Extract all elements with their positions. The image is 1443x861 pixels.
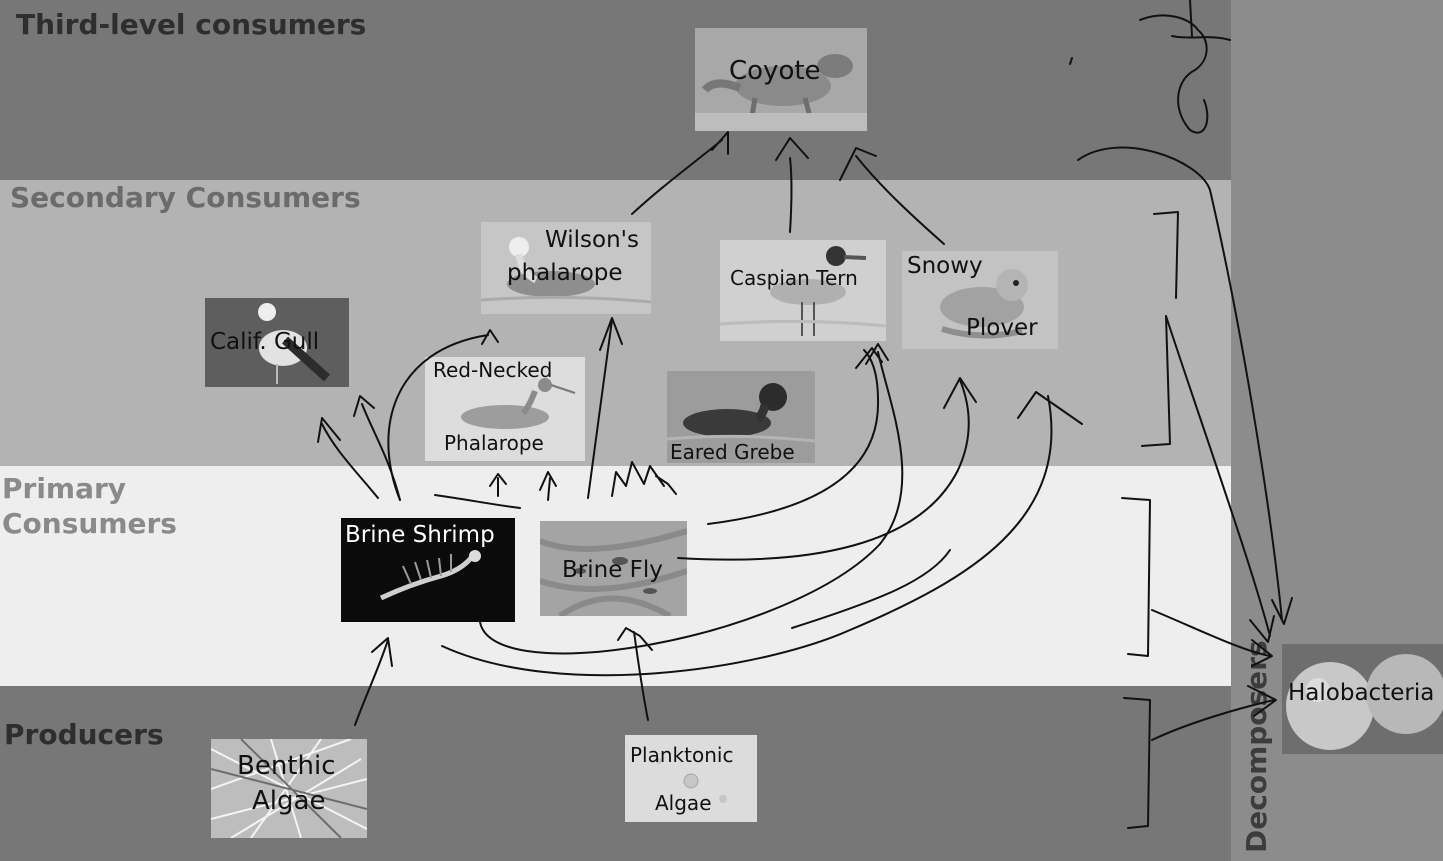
coyote-label: Coyote bbox=[729, 56, 821, 86]
halobacteria-picture bbox=[1282, 644, 1443, 754]
producers-band bbox=[0, 686, 1231, 861]
snowy-plover-image: Snowy Plover bbox=[902, 251, 1058, 349]
calif-gull-image: Calif. Gull bbox=[205, 298, 349, 387]
red-necked-phalarope-image: Red-Necked Phalarope bbox=[425, 357, 585, 461]
wilsons-phalarope-image: Wilson's phalarope bbox=[481, 222, 651, 314]
planktonic-label-line2: Algae bbox=[655, 791, 712, 815]
primary-label-line1: Primary bbox=[2, 472, 127, 505]
benthic-algae-image: Benthic Algae bbox=[211, 739, 367, 838]
wilsons-phalarope-picture bbox=[481, 222, 651, 314]
caspian-tern-picture bbox=[720, 240, 886, 341]
plover-label: Plover bbox=[966, 315, 1038, 341]
red-necked-label: Red-Necked bbox=[433, 358, 553, 382]
primary-label-line2: Consumers bbox=[2, 507, 177, 540]
secondary-label: Secondary Consumers bbox=[10, 181, 361, 214]
brine-fly-label: Brine Fly bbox=[562, 557, 663, 583]
caspian-tern-label: Caspian Tern bbox=[730, 266, 858, 290]
producers-label: Producers bbox=[4, 718, 164, 751]
calif-gull-picture bbox=[205, 298, 349, 387]
benthic-label-line2: Algae bbox=[252, 786, 326, 816]
planktonic-algae-image: Planktonic Algae bbox=[625, 735, 757, 822]
wilsons-label-line2: phalarope bbox=[507, 260, 623, 286]
eared-grebe-image: Eared Grebe bbox=[667, 371, 815, 463]
coyote-image: Coyote bbox=[695, 28, 867, 131]
caspian-tern-image: Caspian Tern bbox=[720, 240, 886, 341]
benthic-algae-picture bbox=[211, 739, 367, 838]
benthic-label-line1: Benthic bbox=[237, 751, 336, 781]
eared-grebe-label: Eared Grebe bbox=[670, 440, 795, 463]
phalarope-label: Phalarope bbox=[444, 431, 544, 455]
snowy-label: Snowy bbox=[907, 253, 983, 279]
wilsons-label-line1: Wilson's bbox=[545, 227, 639, 253]
halobacteria-label: Halobacteria bbox=[1288, 680, 1435, 706]
planktonic-label-line1: Planktonic bbox=[630, 743, 734, 767]
planktonic-algae-picture bbox=[625, 735, 757, 822]
calif-gull-label: Calif. Gull bbox=[210, 329, 320, 355]
third-level-band bbox=[0, 0, 1231, 180]
coyote-picture bbox=[695, 28, 867, 131]
decomposers-label: Decomposers bbox=[1240, 640, 1273, 853]
brine-shrimp-image: Brine Shrimp bbox=[341, 518, 515, 622]
brine-shrimp-label: Brine Shrimp bbox=[345, 522, 495, 548]
snowy-plover-picture bbox=[902, 251, 1058, 349]
halobacteria-image: Halobacteria bbox=[1282, 644, 1443, 754]
third-level-label: Third-level consumers bbox=[16, 8, 367, 41]
brine-fly-image: Brine Fly bbox=[540, 521, 687, 616]
